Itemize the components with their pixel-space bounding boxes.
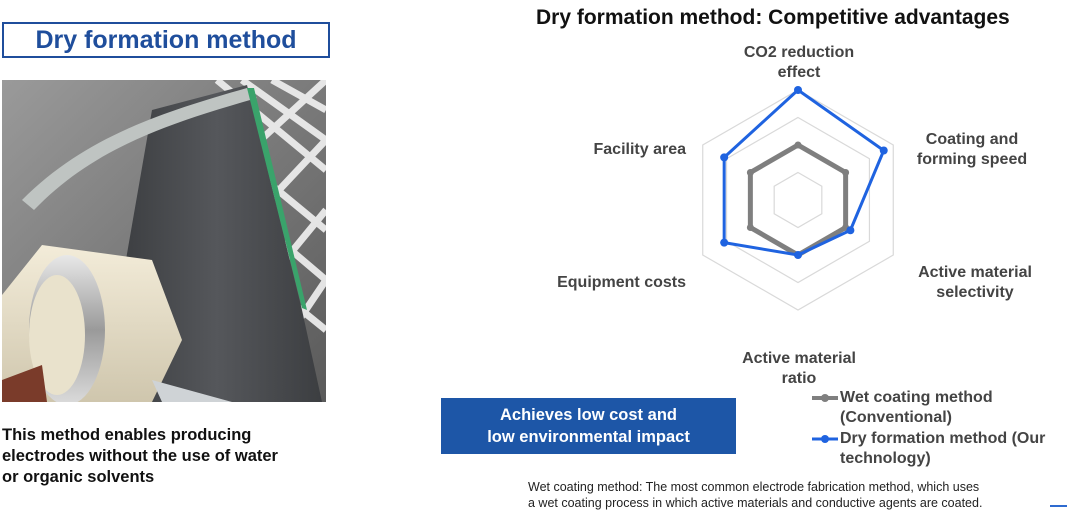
radar-point-1-4 xyxy=(720,238,729,247)
radar-point-0-4 xyxy=(746,224,754,231)
corner-mark xyxy=(1050,505,1067,507)
radar-point-0-0 xyxy=(794,141,802,149)
radar-point-1-3 xyxy=(794,251,802,259)
radar-point-1-1 xyxy=(879,146,888,155)
axis-label-facility-area: Facility area xyxy=(593,141,687,158)
legend-label-wet: Wet coating method (Conventional) xyxy=(840,389,993,426)
axis-label-co2: CO2 reduction effect xyxy=(743,44,855,81)
legend-item-wet: Wet coating method (Conventional) xyxy=(812,388,1067,428)
radar-chart xyxy=(702,86,894,311)
axis-label-ratio: Active material ratio xyxy=(742,350,856,387)
axis-label-coating-speed: Coating and forming speed xyxy=(916,131,1028,168)
legend-swatch-dry xyxy=(812,435,838,443)
footnote: Wet coating method: The most common elec… xyxy=(528,480,983,510)
legend-label-dry: Dry formation method (Our technology) xyxy=(840,430,1046,467)
radar-point-1-2 xyxy=(846,226,855,235)
axis-label-selectivity: Active material selectivity xyxy=(918,264,1032,301)
chart-title: Dry formation method: Competitive advant… xyxy=(536,6,1010,29)
radar-grid xyxy=(702,89,894,311)
electrode-roll-photo xyxy=(2,80,326,402)
radar-point-1-0 xyxy=(794,86,802,94)
legend-swatch-wet xyxy=(812,394,838,402)
radar-point-1-5 xyxy=(720,153,729,162)
photo-caption: This method enables producing electrodes… xyxy=(2,426,278,486)
legend-item-dry: Dry formation method (Our technology) xyxy=(812,429,1067,469)
highlight-box: Achieves low cost and low environmental … xyxy=(441,398,736,454)
chart-legend: Wet coating method (Conventional) Dry fo… xyxy=(812,388,1067,470)
radar-grid-ring xyxy=(773,171,823,229)
left-title: Dry formation method xyxy=(2,22,330,58)
radar-point-0-5 xyxy=(746,169,754,176)
radar-point-0-1 xyxy=(842,169,850,176)
radar-series xyxy=(720,86,888,259)
radar-grid-ring xyxy=(702,89,894,311)
axis-label-equipment-costs: Equipment costs xyxy=(557,274,686,291)
